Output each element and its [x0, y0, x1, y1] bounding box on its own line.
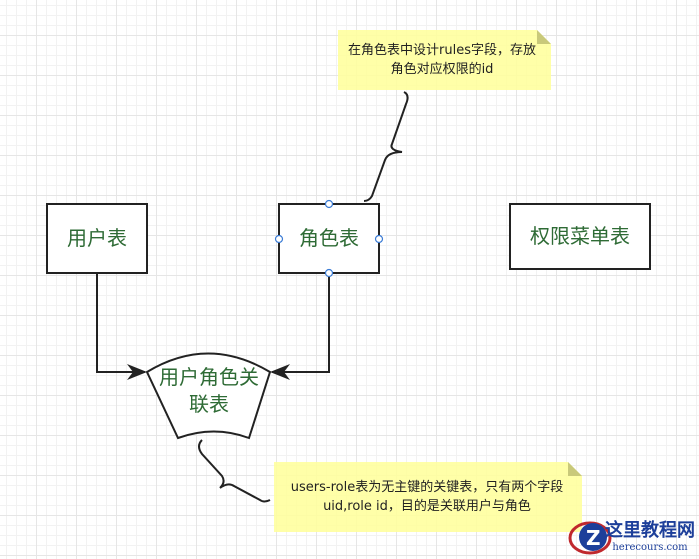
user-role-table-label: 用户角色关联表 — [159, 365, 259, 416]
watermark-cn: 这里教程网 — [605, 520, 695, 541]
watermark-en: herecours.com — [612, 542, 688, 553]
role-table-label: 角色表 — [299, 226, 359, 250]
edge-role-to-user-role[interactable] — [270, 273, 330, 380]
role-note-brace — [363, 91, 409, 202]
user-role-note-shape[interactable] — [274, 462, 582, 532]
watermark: 这里教程网 herecours.com — [605, 516, 695, 553]
users-table-label: 用户表 — [67, 226, 127, 250]
role-note-shape[interactable] — [338, 30, 551, 90]
watermark-logo: Z — [568, 521, 612, 555]
role-note-text: 在角色表中设计rules字段，存放角色对应权限的id — [348, 43, 536, 77]
svg-text:Z: Z — [586, 526, 601, 550]
user-role-table-shape[interactable] — [145, 352, 272, 440]
edge-users-to-user-role[interactable] — [96, 273, 147, 380]
user-role-note-text: users-role表为无主键的关键表，只有两个字段uid,role id，目的… — [290, 480, 564, 514]
users-table-box[interactable] — [46, 203, 148, 274]
selection-handles[interactable] — [274, 199, 384, 278]
user-role-note-brace — [198, 439, 271, 503]
permission-menu-table-box[interactable] — [509, 203, 651, 270]
permission-menu-table-label: 权限菜单表 — [530, 224, 630, 248]
